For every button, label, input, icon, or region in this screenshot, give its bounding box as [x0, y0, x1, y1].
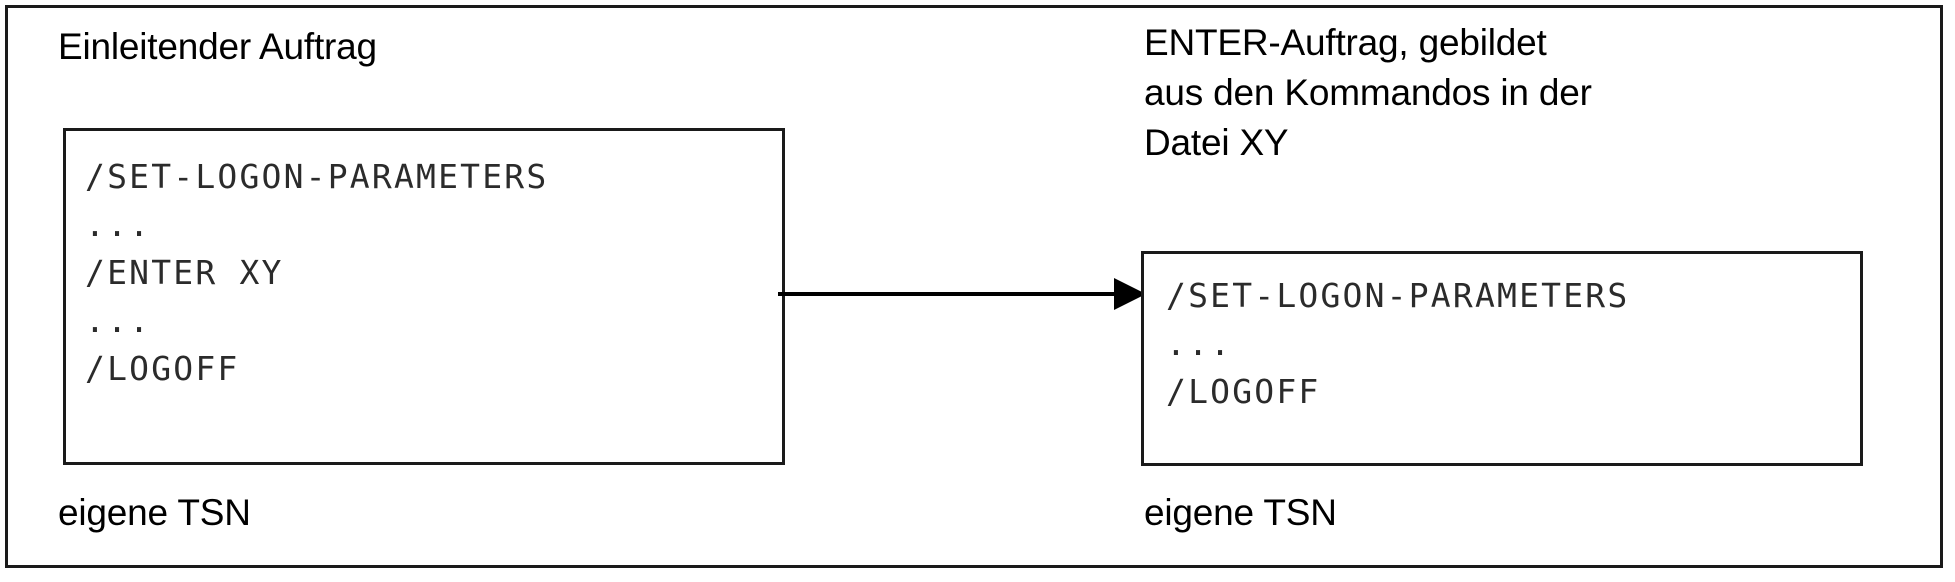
flow-arrow-icon — [778, 278, 1146, 310]
left-section-heading: Einleitender Auftrag — [58, 26, 377, 67]
right-code-box: /SET-LOGON-PARAMETERS ... /LOGOFF — [1141, 251, 1863, 466]
right-section-heading: ENTER-Auftrag, gebildet aus den Kommando… — [1144, 22, 1592, 163]
right-tsn-label: eigene TSN — [1144, 492, 1337, 533]
left-tsn-label: eigene TSN — [58, 492, 251, 533]
figure-outer-frame: Einleitender Auftrag /SET-LOGON-PARAMETE… — [5, 5, 1943, 568]
right-code-text: /SET-LOGON-PARAMETERS ... /LOGOFF — [1166, 276, 1630, 411]
left-code-box: /SET-LOGON-PARAMETERS ... /ENTER XY ... … — [63, 128, 785, 465]
left-code-text: /SET-LOGON-PARAMETERS ... /ENTER XY ... … — [85, 157, 549, 388]
